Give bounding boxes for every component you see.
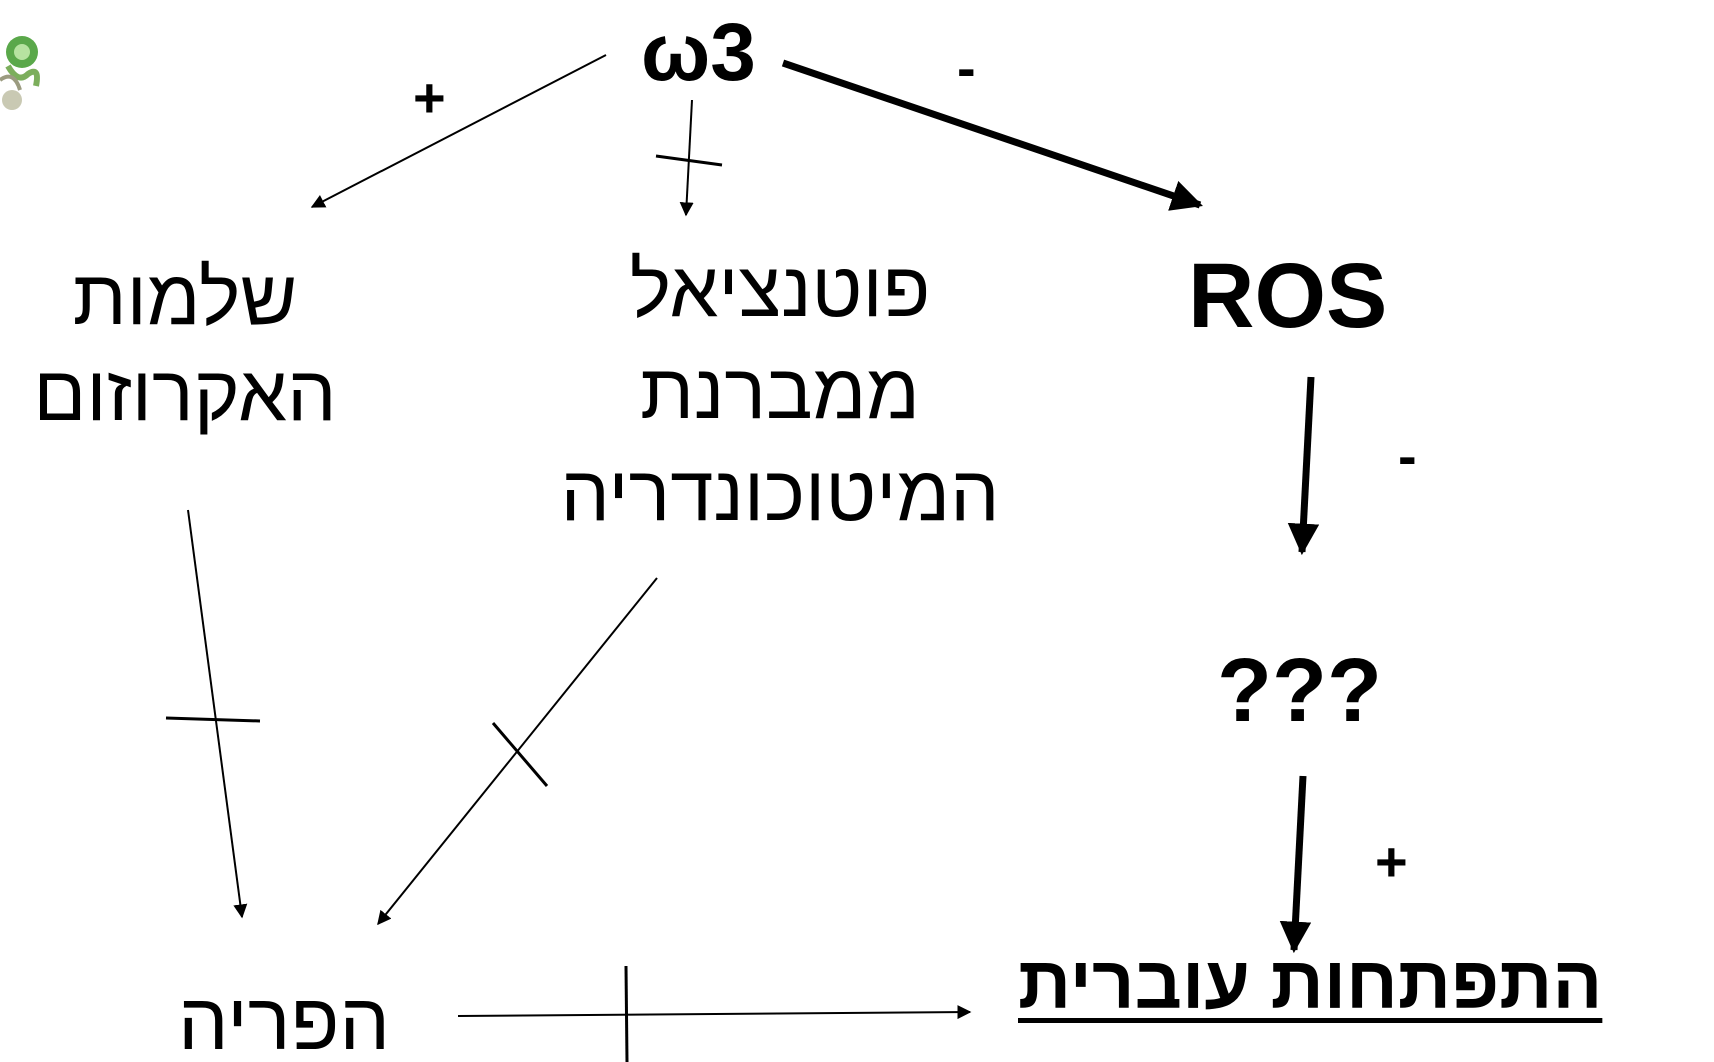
green-figure-icon: [0, 36, 40, 110]
node-membrane-potential: פוטנציאל ממברנת המיטוכונדריה: [520, 250, 1040, 532]
node-omega3: ω3: [641, 7, 756, 98]
arrow-unknown-to-embryo: [1279, 775, 1312, 954]
sign-ros-to-unknown: -: [1398, 424, 1417, 487]
no-effect-bar-fertilization-embryo: [624, 965, 629, 1062]
node-membrane-line-3: המיטוכונדריה: [560, 449, 1000, 537]
no-effect-bar-omega3-membrane: [655, 154, 723, 167]
node-unknown: ???: [1217, 641, 1382, 741]
sign-omega3-to-acrosome: +: [413, 66, 446, 129]
no-effect-bar-acrosome-fertilization: [165, 716, 261, 723]
node-fertilization: הפריה: [178, 977, 391, 1062]
sign-omega3-to-ros: -: [957, 36, 976, 99]
arrow-omega3-to-acrosome: [310, 54, 607, 208]
node-ros: ROS: [1188, 245, 1388, 347]
node-acrosome-integrity: שלמות האקרוזום: [0, 258, 370, 432]
arrow-ros-to-unknown: [1287, 376, 1320, 556]
node-acrosome-line-2: האקרוזום: [33, 349, 337, 437]
arrow-acrosome-to-fertilization: [187, 509, 248, 919]
no-effect-bar-membrane-fertilization: [491, 722, 549, 787]
arrow-omega3-to-membrane: [679, 99, 694, 217]
node-embryo-development: התפתחות עוברית: [1018, 941, 1603, 1024]
sign-unknown-to-embryo: +: [1375, 830, 1408, 893]
node-acrosome-line-1: שלמות: [72, 253, 298, 341]
node-membrane-line-1: פוטנציאל: [629, 245, 931, 333]
node-membrane-line-2: ממברנת: [640, 347, 920, 435]
arrow-fertilization-to-embryo: [457, 1005, 972, 1020]
arrow-omega3-to-ros: [781, 59, 1203, 211]
